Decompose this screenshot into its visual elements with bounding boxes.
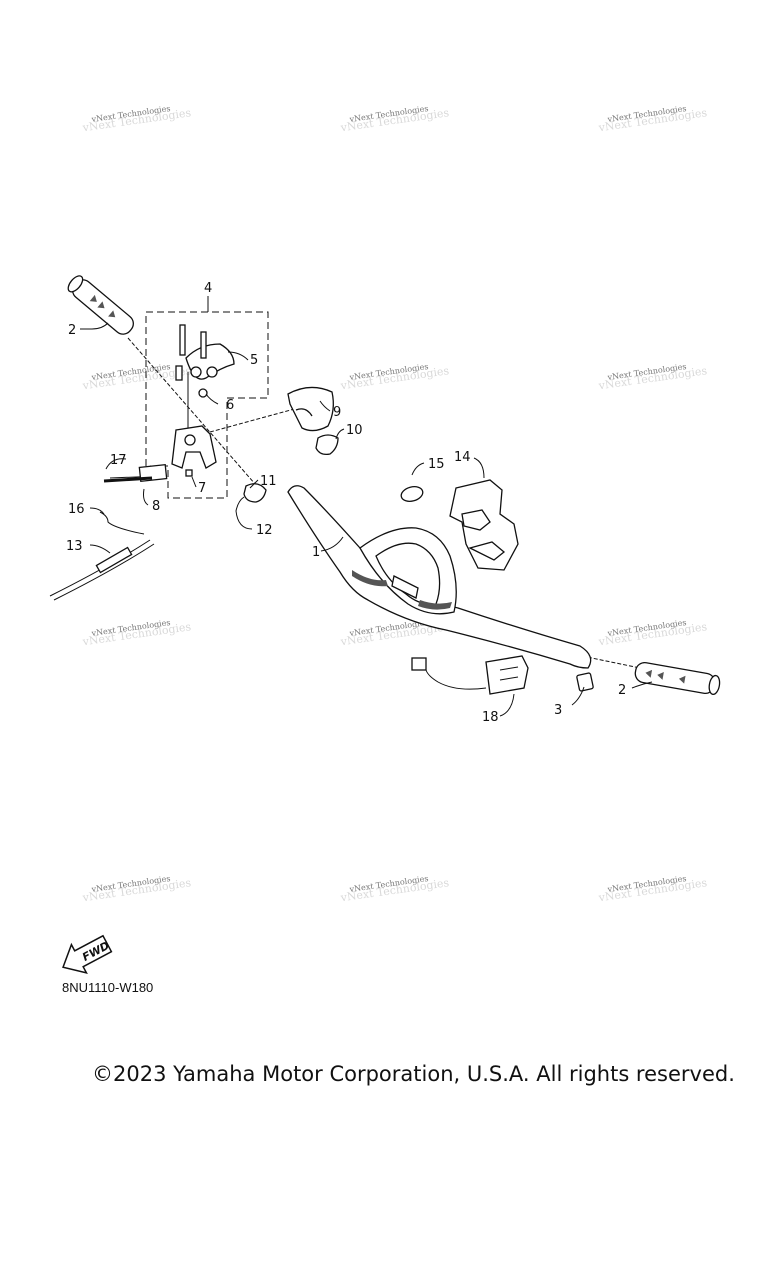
watermarks: vNext Technologies vNext Technologies vN…: [81, 104, 708, 904]
switch-housing: [287, 386, 334, 432]
callout-6: 6: [226, 398, 234, 413]
callout-2-left: 2: [68, 323, 76, 338]
grip-heater: [411, 655, 529, 695]
clamp: [449, 479, 519, 571]
left-grip: [67, 275, 134, 335]
watermark: vNext Technologies vNext Technologies: [597, 618, 708, 648]
throttle-bracket: [171, 425, 217, 477]
callouts: 1 2 2 3 4 5 6 7 8 9 10 11 12 13 14 15 16…: [66, 281, 626, 725]
ring: [400, 486, 424, 502]
callout-9: 9: [333, 405, 341, 420]
callout-16: 16: [68, 502, 85, 517]
callout-4: 4: [204, 281, 212, 296]
callout-3: 3: [554, 703, 562, 718]
callout-2-right: 2: [618, 683, 626, 698]
nut: [198, 388, 208, 398]
callout-7: 7: [198, 481, 206, 496]
throttle-cable: [49, 511, 155, 601]
throttle-lever: [175, 324, 235, 381]
fwd-arrow-icon: FWD: [62, 934, 113, 975]
watermark: vNext Technologies vNext Technologies: [339, 874, 450, 904]
watermark: vNext Technologies vNext Technologies: [597, 362, 708, 392]
callout-11: 11: [260, 474, 277, 489]
watermark: vNext Technologies vNext Technologies: [597, 104, 708, 134]
callout-15: 15: [428, 457, 445, 472]
reference-code: 8NU1110-W180: [62, 980, 154, 995]
callout-8: 8: [152, 499, 160, 514]
watermark: vNext Technologies vNext Technologies: [597, 874, 708, 904]
callout-13: 13: [66, 539, 83, 554]
handlebar: [287, 485, 592, 669]
callout-5: 5: [250, 353, 258, 368]
watermark: vNext Technologies vNext Technologies: [81, 104, 192, 134]
switch-11: [243, 483, 267, 503]
watermark: vNext Technologies vNext Technologies: [339, 362, 450, 392]
end-cap: [576, 672, 594, 692]
watermark: vNext Technologies vNext Technologies: [81, 874, 192, 904]
watermark: vNext Technologies vNext Technologies: [81, 618, 192, 648]
leader-lines: [80, 296, 653, 717]
screw-17: [103, 476, 153, 483]
right-grip: [634, 661, 721, 695]
callout-18: 18: [482, 710, 499, 725]
callout-14: 14: [454, 450, 471, 465]
callout-1: 1: [312, 545, 320, 560]
watermark: vNext Technologies vNext Technologies: [339, 104, 450, 134]
switch-10: [315, 434, 339, 456]
callout-17: 17: [110, 453, 127, 468]
callout-10: 10: [346, 423, 363, 438]
callout-12: 12: [256, 523, 273, 538]
copyright-notice: ©2023 Yamaha Motor Corporation, U.S.A. A…: [92, 1062, 735, 1086]
